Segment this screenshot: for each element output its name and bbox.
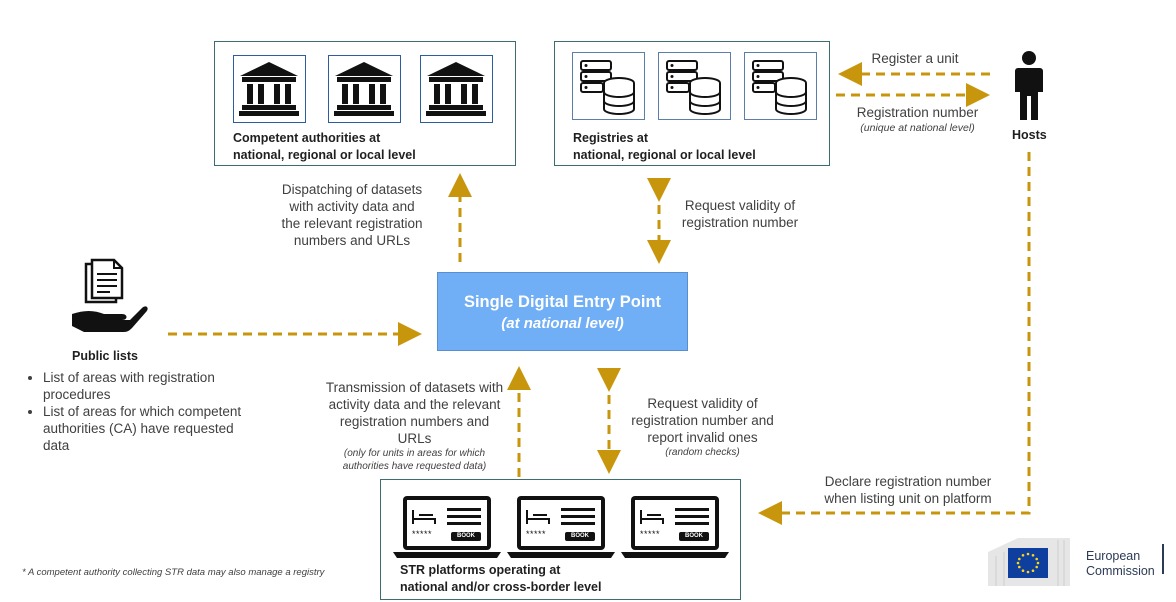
ec-logo-text: European Commission	[1086, 549, 1155, 578]
authority-tile	[420, 55, 493, 123]
request-report-note: (random checks)	[665, 447, 740, 458]
transmission-note: (only for units in areas for which autho…	[342, 448, 487, 472]
government-building-icon	[239, 62, 299, 116]
request-validity-text: Request validity of registration number	[681, 198, 799, 230]
hosts-label: Hosts	[1012, 128, 1047, 142]
authority-tile	[328, 55, 401, 123]
registry-tile	[572, 52, 645, 120]
government-building-icon	[426, 62, 486, 116]
ec-logo-bar	[1162, 544, 1164, 574]
ec-building-icon	[988, 538, 1070, 586]
authority-tile	[233, 55, 306, 123]
registration-number-text: Registration number	[856, 105, 979, 120]
book-button: BOOK	[571, 533, 589, 539]
transmission-text: Transmission of datasets with activity d…	[325, 380, 504, 446]
request-report-text: Request validity of registration number …	[631, 396, 774, 445]
list-item: List of areas for which competent author…	[43, 403, 263, 454]
registration-number-note: (unique at national level)	[860, 122, 975, 134]
declare-text: Declare registration number when listing…	[824, 474, 992, 506]
platforms-label: STR platforms operating at national and/…	[400, 563, 602, 594]
european-commission-logo: European Commission	[988, 530, 1174, 594]
book-button: BOOK	[685, 533, 703, 539]
laptop-icon: ***** BOOK	[621, 494, 729, 560]
authorities-box: Competent authorities at national, regio…	[214, 41, 516, 166]
registries-label: Registries at national, regional or loca…	[573, 131, 756, 162]
database-server-icon	[666, 60, 721, 115]
single-digital-entry-point: Single Digital Entry Point (at national …	[437, 272, 688, 351]
register-unit-text: Register a unit	[871, 51, 959, 66]
host-person-icon	[1015, 51, 1043, 120]
stars-text: *****	[412, 529, 433, 539]
stars-text: *****	[526, 529, 547, 539]
registry-tile	[658, 52, 731, 120]
registry-tile	[744, 52, 817, 120]
authorities-label: Competent authorities at national, regio…	[233, 131, 416, 162]
public-lists-icon	[72, 258, 148, 332]
stars-text: *****	[640, 529, 661, 539]
sdep-title: Single Digital Entry Point	[463, 293, 662, 311]
database-server-icon	[752, 60, 807, 115]
laptop-icon: ***** BOOK	[507, 494, 615, 560]
registries-box: Registries at national, regional or loca…	[554, 41, 830, 166]
public-lists: List of areas with registration procedur…	[26, 369, 263, 454]
sdep-subtitle: (at national level)	[501, 315, 624, 332]
database-server-icon	[580, 60, 635, 115]
laptop-icon: ***** BOOK	[393, 494, 501, 560]
government-building-icon	[334, 62, 394, 116]
book-button: BOOK	[457, 533, 475, 539]
platforms-box: ***** BOOK ***** BOOK ***** BOOK	[380, 479, 741, 600]
arrow-declare	[758, 152, 1031, 525]
list-item: List of areas with registration procedur…	[43, 369, 263, 403]
footnote: * A competent authority collecting STR d…	[22, 567, 325, 578]
public-lists-title: Public lists	[72, 349, 138, 363]
dispatching-text: Dispatching of datasets with activity da…	[281, 182, 423, 248]
